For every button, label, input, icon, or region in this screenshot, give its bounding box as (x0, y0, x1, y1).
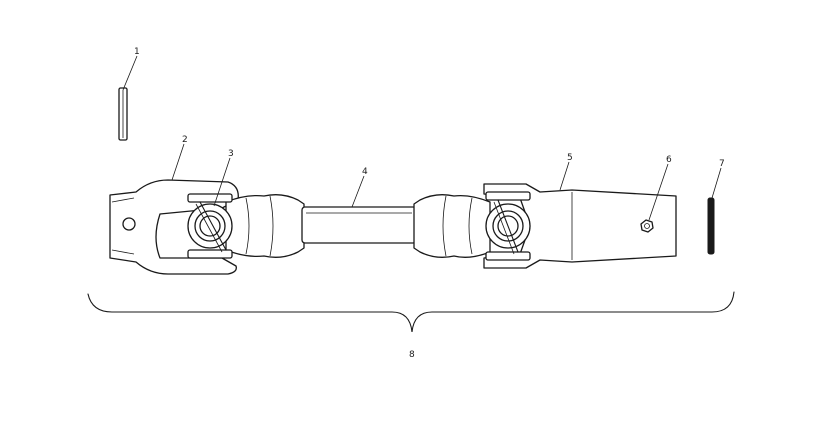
part-7-bolt (707, 197, 715, 255)
right-cross-bearing (485, 191, 531, 261)
leader-lines (122, 55, 722, 221)
callout-2: 2 (182, 135, 188, 145)
callout-3: 3 (228, 149, 234, 159)
callout-6: 6 (666, 155, 672, 165)
part-3-cross-bearing (187, 193, 233, 259)
part-6-nut (640, 219, 654, 233)
part-4-intermediate-shaft (301, 206, 417, 244)
part-1-roll-pin (118, 87, 128, 141)
right-joint-housing (413, 194, 491, 258)
callout-7: 7 (719, 159, 725, 169)
callout-4: 4 (362, 167, 368, 177)
part-2-left-yoke (109, 179, 239, 275)
callout-5: 5 (567, 153, 573, 163)
callout-8: 8 (409, 350, 415, 360)
callout-1: 1 (134, 47, 140, 57)
part-8-assembly-brace (87, 291, 735, 333)
left-joint-housing (225, 194, 305, 258)
